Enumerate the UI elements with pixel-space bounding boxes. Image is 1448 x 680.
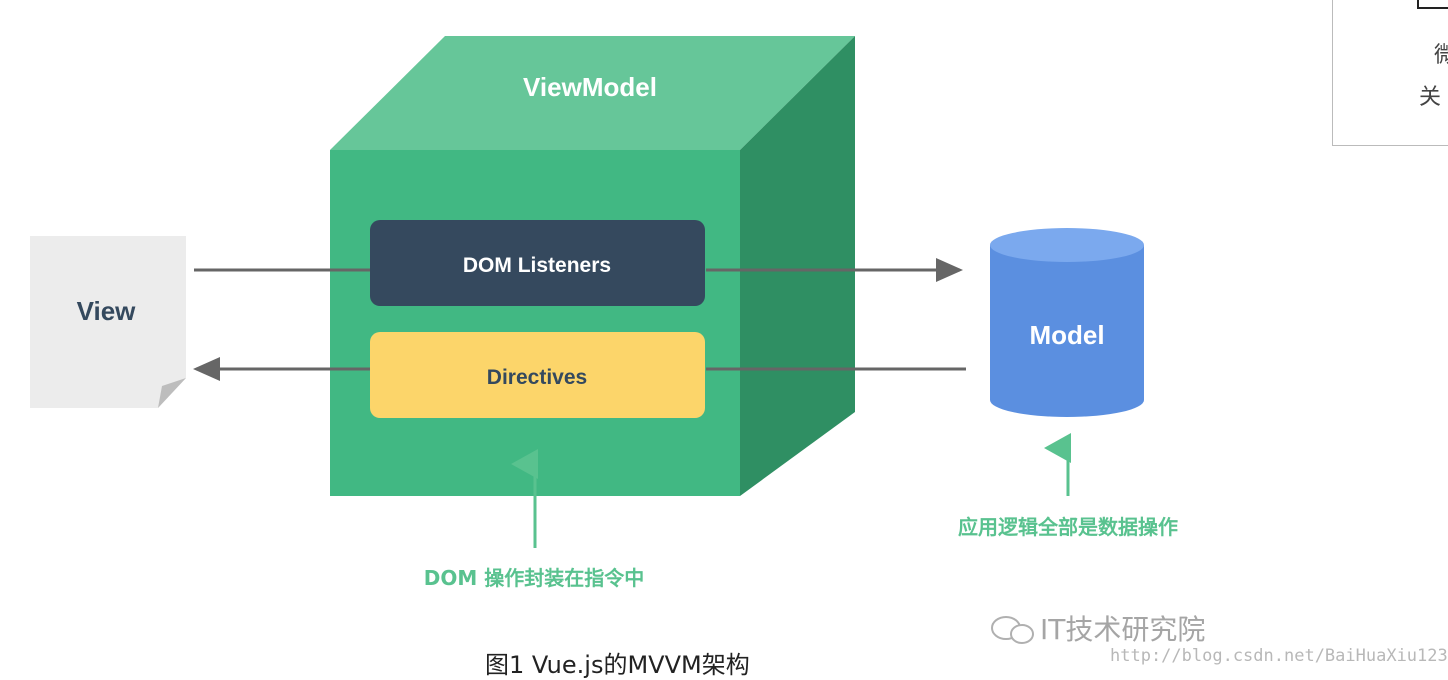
- viewmodel-label: ViewModel: [523, 72, 657, 102]
- cube-side-face: [740, 36, 855, 496]
- view-document: View: [30, 236, 186, 408]
- wechat-icon: [991, 616, 1034, 644]
- figure-caption: 图1 Vue.js的MVVM架构: [485, 651, 750, 679]
- directives-label: Directives: [487, 366, 587, 389]
- dom-listeners-box: DOM Listeners: [370, 220, 705, 306]
- model-cylinder: Model: [990, 228, 1144, 417]
- directives-box: Directives: [370, 332, 705, 418]
- watermark-url: http://blog.csdn.net/BaiHuaXiu123: [1110, 646, 1448, 666]
- model-label: Model: [1029, 320, 1104, 350]
- sidebar-fragment: 微 关: [1332, 0, 1448, 146]
- cube-front-face: [330, 150, 740, 496]
- model-note: 应用逻辑全部是数据操作: [958, 515, 1178, 539]
- cube-top-face: [330, 36, 855, 150]
- dom-listeners-label: DOM Listeners: [463, 254, 611, 277]
- sidebar-text-1: 微: [1434, 43, 1448, 68]
- viewmodel-cube: ViewModel: [330, 36, 855, 496]
- watermark-brand: IT技术研究院: [1040, 613, 1206, 646]
- qr-icon: [1417, 0, 1448, 9]
- view-label: View: [77, 296, 137, 326]
- sidebar-text-2: 关: [1419, 85, 1442, 110]
- dom-note: DOM 操作封装在指令中: [424, 566, 644, 590]
